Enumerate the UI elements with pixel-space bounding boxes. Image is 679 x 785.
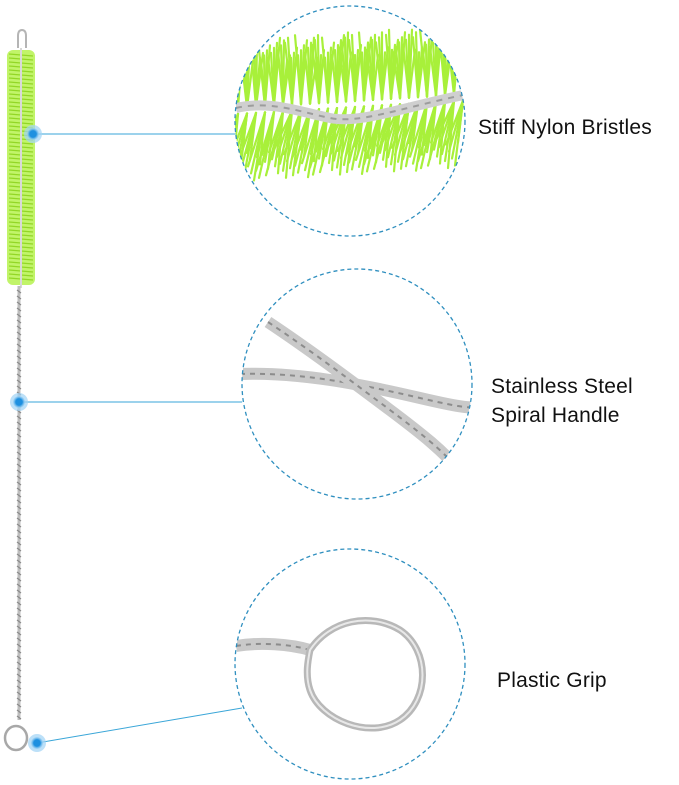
callout-connector-grip	[28, 707, 243, 752]
callout-dot-grip	[31, 737, 43, 749]
brush-illustration	[3, 28, 35, 752]
brush-ring-grip	[3, 724, 29, 752]
callout-dot-handle	[13, 396, 25, 408]
label-stainless-steel-spiral-handle: Stainless Steel Spiral Handle	[491, 372, 633, 430]
callout-dot-bristles	[27, 128, 39, 140]
callout-connector-handle	[10, 393, 242, 411]
label-handle-line1: Stainless Steel	[491, 375, 633, 398]
zoom-circle-bristles	[234, 5, 466, 237]
brush-bristles	[7, 48, 35, 288]
zoom-circle-grip	[234, 548, 466, 780]
label-plastic-grip: Plastic Grip	[497, 666, 607, 695]
brush-spiral-handle	[16, 286, 22, 720]
label-grip-text: Plastic Grip	[497, 669, 607, 692]
callout-connector-bristles	[24, 125, 238, 143]
brush-top-tip	[17, 28, 27, 48]
label-stiff-nylon-bristles: Stiff Nylon Bristles	[478, 113, 652, 142]
label-handle-line2: Spiral Handle	[491, 404, 620, 427]
zoom-circle-spiral	[241, 268, 473, 500]
label-bristles-text: Stiff Nylon Bristles	[478, 116, 652, 139]
